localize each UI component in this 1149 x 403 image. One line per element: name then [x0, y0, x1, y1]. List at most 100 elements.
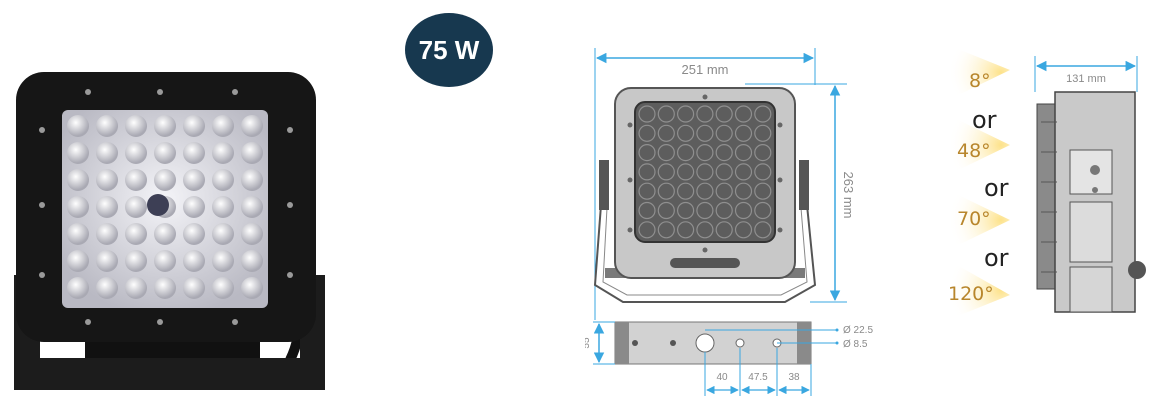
led-lens	[734, 105, 753, 123]
led-lens	[657, 143, 675, 162]
led-lens	[754, 143, 772, 162]
led-lens	[715, 143, 733, 162]
led-lens	[676, 182, 695, 200]
led-lens	[241, 169, 263, 191]
led-lens	[638, 163, 656, 181]
led-lens	[67, 169, 89, 191]
spacing-1-label: 40	[716, 372, 728, 383]
led-lens	[125, 115, 147, 137]
led-lens	[734, 143, 753, 162]
led-lens	[67, 142, 89, 164]
led-lens	[125, 196, 147, 218]
led-lens	[154, 277, 176, 299]
led-lens	[241, 196, 263, 218]
led-lens	[676, 163, 695, 181]
spacing-2-label: 47.5	[748, 372, 768, 383]
led-lens	[754, 201, 772, 220]
led-lens	[734, 221, 753, 239]
led-lens	[696, 143, 714, 162]
led-lens	[676, 201, 695, 220]
led-lens	[125, 223, 147, 245]
led-lens	[241, 142, 263, 164]
led-lens	[638, 143, 656, 162]
led-lens	[183, 250, 205, 272]
led-lens	[715, 105, 733, 123]
led-lens	[212, 196, 234, 218]
led-lens	[241, 250, 263, 272]
led-lens	[638, 201, 656, 220]
led-lens	[754, 105, 772, 123]
led-lens	[212, 115, 234, 137]
led-lens	[183, 196, 205, 218]
led-lens	[96, 223, 118, 245]
led-lens	[125, 169, 147, 191]
led-lens	[638, 105, 656, 123]
beam-angle-48: 48°	[957, 140, 991, 162]
led-lens	[125, 250, 147, 272]
led-lens	[241, 277, 263, 299]
led-lens	[212, 223, 234, 245]
led-lens	[67, 223, 89, 245]
led-lens	[696, 221, 714, 239]
led-lens	[154, 115, 176, 137]
led-lens	[96, 196, 118, 218]
led-lens	[696, 124, 714, 142]
led-lens	[67, 277, 89, 299]
power-badge: 75 W	[405, 13, 493, 87]
led-lens	[183, 115, 205, 137]
led-lens	[696, 163, 714, 181]
led-lens	[183, 277, 205, 299]
led-lens	[657, 201, 675, 220]
beam-angle-8: 8°	[969, 70, 991, 92]
led-lens	[638, 124, 656, 142]
bracket-height-label: 55	[585, 337, 592, 349]
led-lens	[676, 143, 695, 162]
led-lens	[96, 169, 118, 191]
led-lens	[754, 182, 772, 200]
led-lens	[638, 221, 656, 239]
depth-label: 131 mm	[1066, 73, 1106, 85]
led-lens	[67, 115, 89, 137]
led-lens	[212, 142, 234, 164]
led-lens	[734, 124, 753, 142]
led-lens	[696, 201, 714, 220]
or-separator-1: or	[972, 106, 997, 134]
or-separator-3: or	[984, 244, 1009, 272]
led-lens	[241, 223, 263, 245]
led-lens	[183, 223, 205, 245]
led-lens	[676, 124, 695, 142]
led-lens	[241, 115, 263, 137]
led-lens	[734, 201, 753, 220]
led-lens	[125, 277, 147, 299]
led-lens	[715, 201, 733, 220]
power-label: 75 W	[418, 34, 480, 65]
front-view-drawing: 251 mm 263 mm 55 Ø 22.5 Ø 8.5 40 47.5 38	[585, 48, 873, 396]
led-lens	[754, 163, 772, 181]
led-lens	[657, 163, 675, 181]
small-hole-label: Ø 8.5	[843, 339, 868, 350]
spacing-3-label: 38	[788, 372, 800, 383]
beam-glows	[948, 45, 1010, 320]
led-lens	[96, 277, 118, 299]
led-lens	[676, 221, 695, 239]
large-hole-label: Ø 22.5	[843, 325, 873, 336]
led-lens	[212, 250, 234, 272]
led-lens	[715, 163, 733, 181]
led-lens	[638, 182, 656, 200]
led-lens	[696, 182, 714, 200]
led-lens	[715, 124, 733, 142]
led-lens	[154, 223, 176, 245]
led-lens	[96, 250, 118, 272]
led-lens	[657, 221, 675, 239]
led-lens	[96, 115, 118, 137]
beam-angle-70: 70°	[957, 208, 991, 230]
led-lens	[96, 142, 118, 164]
led-lens	[67, 250, 89, 272]
led-lens	[183, 169, 205, 191]
led-lens	[154, 169, 176, 191]
led-lens	[734, 163, 753, 181]
led-lens	[754, 221, 772, 239]
led-lens	[154, 142, 176, 164]
led-lens	[125, 142, 147, 164]
led-lens	[212, 277, 234, 299]
